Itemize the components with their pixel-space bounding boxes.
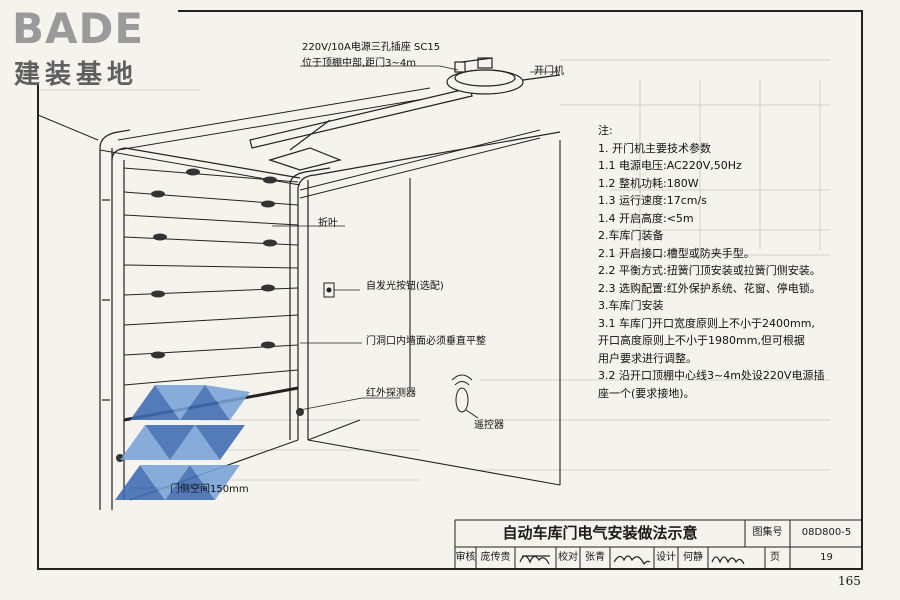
note-line: 1.2 整机功耗:180W [598,176,699,190]
atlas-label: 图集号 [752,527,783,538]
design-label: 设计 [656,552,676,563]
label-wall-plane: 门洞口内墙面必须垂直平整 [366,336,486,347]
book-page-number: 165 [838,574,861,588]
checker-name: 张青 [585,552,605,563]
label-light-button: 自发光按钮(选配) [366,281,444,292]
reviewer-name: 庞传贵 [480,552,511,563]
label-socket-position: 位于顶棚中部,距门3~4m [302,58,417,69]
note-line: 2.1 开启接口:槽型或防夹手型。 [598,246,755,260]
note-line: 2.2 平衡方式:扭簧门顶安装或拉簧门侧安装。 [598,264,821,277]
notes-block: 注: 1. 开门机主要技术参数 1.1 电源电压:AC220V,50Hz 1.2… [598,122,858,402]
logo-brand: BADE [12,4,145,53]
background-ghost-lines [40,59,830,481]
door-hinges [151,168,277,359]
drawing-title: 自动车库门电气安装做法示意 [502,524,698,542]
opener-rail [249,87,473,171]
watermark-triangles [115,385,250,500]
logo-subtitle: 建装基地 [14,60,139,90]
note-line: 1. 开门机主要技术参数 [598,141,711,155]
signatures [519,555,745,566]
note-line: 1.4 开启高度:<5m [598,211,694,225]
note-line: 1.1 电源电压:AC220V,50Hz [598,159,742,172]
door-right-track [289,131,561,440]
drawing-border [37,10,863,570]
title-block: 自动车库门电气安装做法示意 图集号 08D800-5 审核 庞传贵 校对 张青 … [455,520,863,570]
check-label: 校对 [558,552,578,563]
remote-control-device [451,374,479,419]
label-opener: 开门机 [534,66,564,77]
label-side-space: 门侧空间150mm [170,484,249,495]
watermark-logo: BADE 建装基地 [8,4,178,90]
note-line: 2.3 选购配置:红外保护系统、花窗、停电锁。 [598,281,821,295]
label-folding-leaf: 折叶 [318,218,338,229]
note-line: 座一个(要求接地)。 [598,386,695,400]
note-line: 注: [598,124,613,137]
opener-unit [446,57,561,95]
label-ir-detector: 红外探测器 [366,388,416,399]
note-line: 用户要求进行调整。 [598,351,697,365]
titleblock-grid [454,519,863,570]
atlas-number: 08D800-5 [801,527,852,538]
label-remote: 遥控器 [474,420,504,431]
leader-lines [130,65,558,489]
label-socket: 220V/10A电源三孔插座 SC15 [302,42,441,53]
note-line: 开口高度原则上不小于1980mm,但可根据 [598,334,805,347]
designer-name: 何静 [683,552,703,563]
note-line: 2.车库门装备 [598,229,664,242]
note-line: 1.3 运行速度:17cm/s [598,194,707,207]
review-label: 审核 [455,552,476,563]
note-line: 3.2 沿开口顶棚中心线3~4m处设220V电源插 [598,369,825,382]
door-left-track [99,129,301,510]
note-line: 3.1 车库门开口宽度原则上不小于2400mm, [598,316,815,330]
sheet-page-number: 19 [820,552,833,563]
page-label: 页 [770,552,780,563]
note-line: 3.车库门安装 [598,299,664,312]
